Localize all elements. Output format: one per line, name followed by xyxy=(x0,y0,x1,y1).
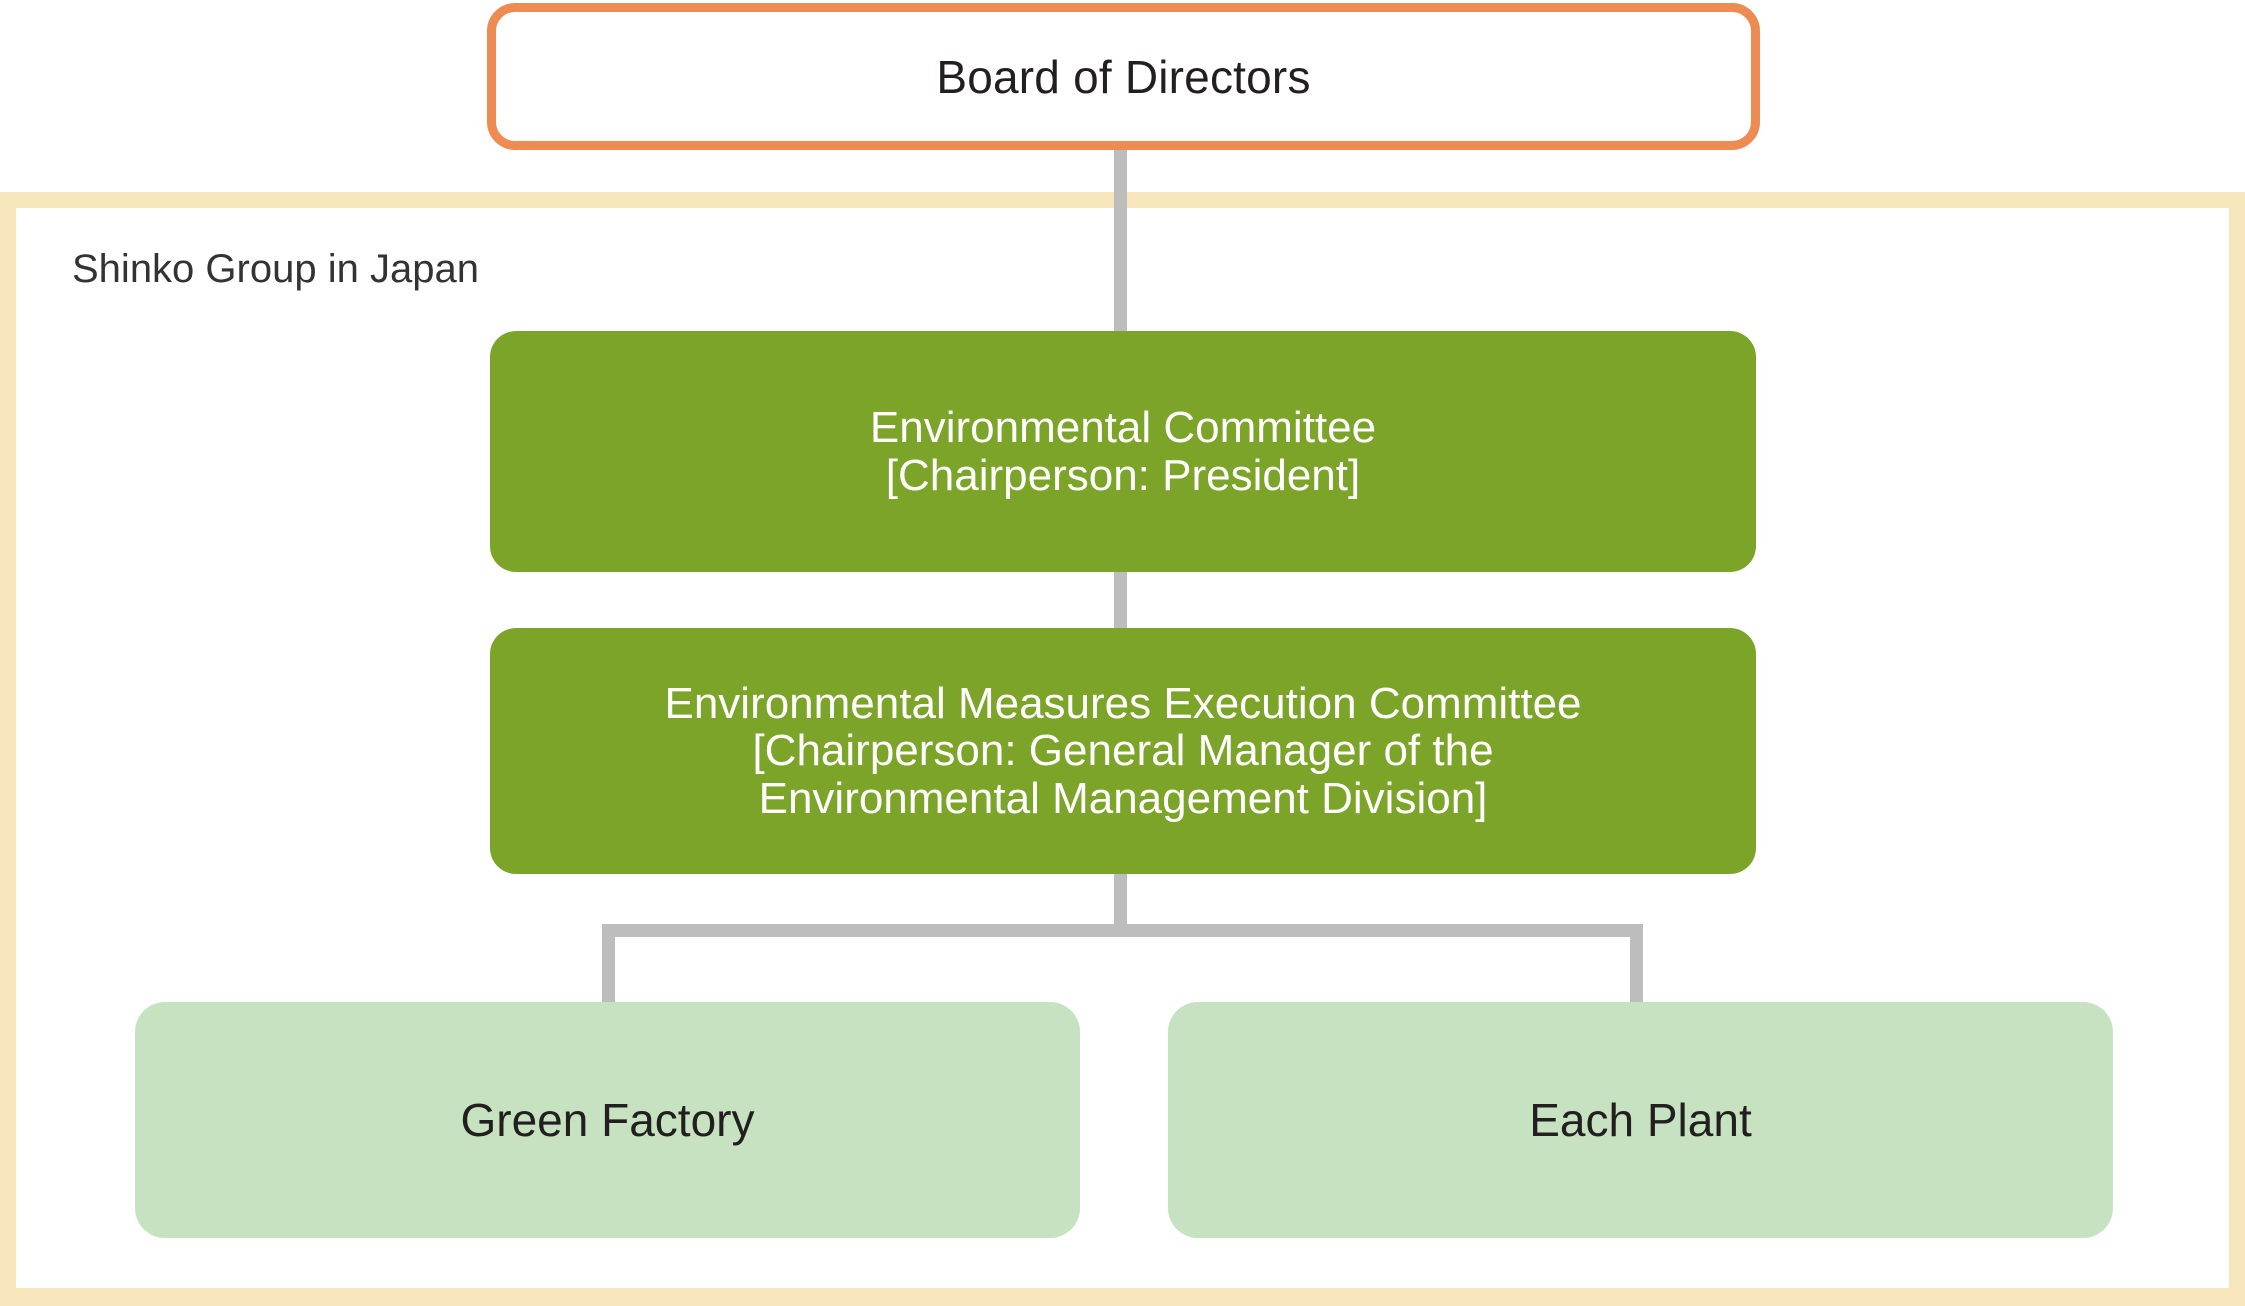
connector-branch-horizontal-bar xyxy=(602,924,1643,937)
connector-committee-to-execution-committee xyxy=(1114,566,1127,634)
node-board-of-directors-label: Board of Directors xyxy=(936,50,1311,103)
node-board-of-directors[interactable]: Board of Directors xyxy=(487,3,1760,150)
group-container-label: Shinko Group in Japan xyxy=(72,247,479,291)
connector-drop-to-green-factory xyxy=(602,924,615,1014)
node-environmental-measures-execution-committee[interactable]: Environmental Measures Execution Committ… xyxy=(490,628,1756,874)
node-environmental-committee[interactable]: Environmental Committee [Chairperson: Pr… xyxy=(490,331,1756,572)
node-each-plant-label: Each Plant xyxy=(1529,1094,1752,1146)
connector-execution-committee-stem xyxy=(1114,870,1127,932)
node-environmental-committee-line1: Environmental Committee xyxy=(869,402,1377,452)
node-green-factory[interactable]: Green Factory xyxy=(135,1002,1080,1238)
node-execution-committee-line2: [Chairperson: General Manager of the xyxy=(752,726,1494,776)
node-green-factory-label: Green Factory xyxy=(460,1094,755,1146)
connector-board-to-environmental-committee xyxy=(1114,148,1127,338)
node-each-plant[interactable]: Each Plant xyxy=(1168,1002,2113,1238)
node-environmental-committee-line2: [Chairperson: President] xyxy=(885,450,1361,500)
connector-drop-to-each-plant xyxy=(1630,924,1643,1014)
node-execution-committee-line1: Environmental Measures Execution Committ… xyxy=(664,678,1582,728)
group-container-shinko-group-in-japan xyxy=(0,192,2245,1306)
node-execution-committee-line3: Environmental Management Division] xyxy=(758,773,1488,823)
